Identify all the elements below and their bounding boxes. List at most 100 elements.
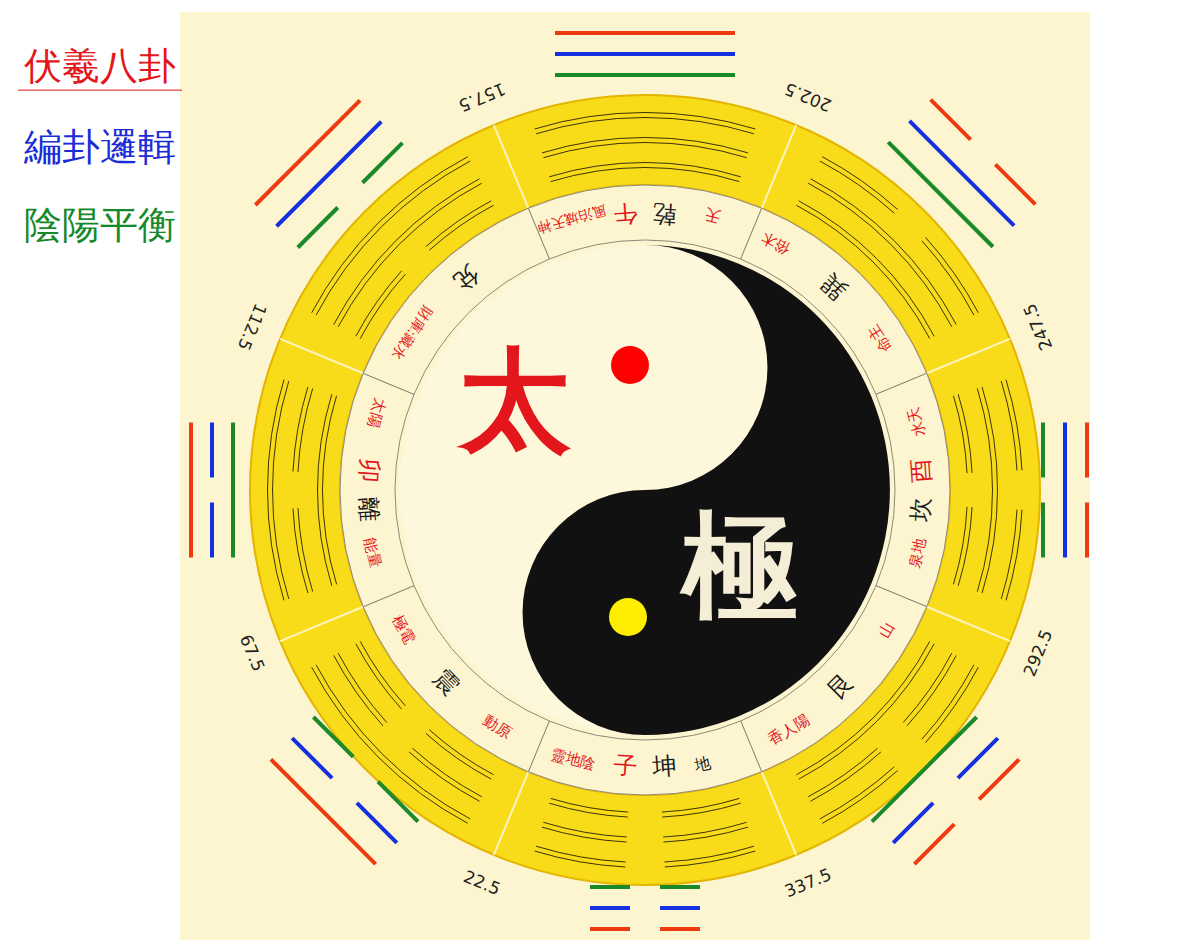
trigram-line xyxy=(1001,381,1017,470)
colored-trigram-line xyxy=(1085,503,1089,558)
trigram-line xyxy=(822,771,897,824)
trigram-line xyxy=(298,508,313,591)
trigram-line xyxy=(298,388,313,471)
trigram-line xyxy=(926,237,979,312)
heading-label: 編卦邏輯 xyxy=(24,127,176,169)
colored-trigram-line xyxy=(313,717,353,757)
sector-text: 坤 xyxy=(652,754,678,780)
colored-trigram-line xyxy=(1041,423,1045,478)
colored-trigram-line xyxy=(909,121,1014,226)
heading-label: 陰陽平衡 xyxy=(24,205,176,247)
colored-trigram-line xyxy=(872,717,977,822)
trigram-line xyxy=(808,748,877,797)
trigram-line xyxy=(268,380,284,601)
colored-trigram-line xyxy=(555,31,735,35)
trigram-line xyxy=(822,157,897,210)
sector-text: 坎 xyxy=(909,497,935,523)
colored-trigram-line xyxy=(210,503,214,558)
yang-half xyxy=(400,245,890,735)
taiji-character: 太 xyxy=(459,344,571,456)
colored-trigram-line xyxy=(277,122,382,227)
trigram-line xyxy=(820,161,894,213)
colored-trigram-line xyxy=(555,52,735,56)
colored-trigram-line xyxy=(995,164,1035,204)
colored-trigram-line xyxy=(660,885,700,889)
trigram-line xyxy=(536,846,625,862)
trigram-line xyxy=(664,846,753,862)
sector-text: 卯 xyxy=(356,458,382,484)
trigram-line xyxy=(338,653,387,722)
colored-trigram-line xyxy=(255,100,360,205)
colored-trigram-line xyxy=(189,423,193,558)
trigram-line xyxy=(1006,510,1022,601)
colored-trigram-line xyxy=(555,73,735,77)
sector-text: 地 xyxy=(694,754,713,773)
trigram-line xyxy=(662,798,739,812)
sector-text: 酉 xyxy=(909,458,935,484)
trigram-line xyxy=(953,396,967,473)
colored-trigram-line xyxy=(1085,423,1089,478)
sector-text: 午 xyxy=(613,201,639,227)
trigram-line xyxy=(293,387,308,472)
trigram-line xyxy=(1006,380,1022,471)
sector-text: 子 xyxy=(613,754,639,780)
colored-trigram-line xyxy=(931,100,971,140)
red-dot xyxy=(611,346,649,384)
trigram-line xyxy=(958,394,972,473)
trigram-line xyxy=(549,163,741,177)
band-divider xyxy=(927,607,1010,641)
band-divider xyxy=(762,125,796,208)
colored-trigram-line xyxy=(979,759,1019,799)
taiji-character: 極 xyxy=(682,507,798,623)
trigram-line xyxy=(535,851,626,867)
colored-trigram-line xyxy=(292,738,332,778)
trigram-line xyxy=(318,394,332,586)
band-divider xyxy=(280,607,363,641)
colored-trigram-line xyxy=(357,803,397,843)
trigram-line xyxy=(542,827,627,842)
colored-trigram-line xyxy=(1041,503,1045,558)
trigram-line xyxy=(551,798,628,812)
colored-trigram-line xyxy=(298,208,338,248)
trigram-line xyxy=(922,241,974,315)
taiji-circle: 太極 xyxy=(395,240,895,740)
colored-trigram-line xyxy=(914,824,954,864)
colored-trigram-line xyxy=(590,906,630,910)
band-divider xyxy=(280,339,363,373)
trigram-line xyxy=(926,667,979,742)
trigram-line xyxy=(409,752,479,801)
taiji-symbol xyxy=(395,240,895,740)
trigram-line xyxy=(663,822,746,837)
band-divider xyxy=(762,772,796,855)
colored-trigram-line xyxy=(893,803,933,843)
colored-trigram-line xyxy=(660,906,700,910)
trigram-line xyxy=(665,851,756,867)
trigram-line xyxy=(958,507,972,586)
trigram-line xyxy=(1001,509,1017,598)
colored-trigram-line xyxy=(590,885,630,889)
trigram-line xyxy=(953,507,967,584)
trigram-line xyxy=(903,653,952,722)
trigram-line xyxy=(662,803,741,817)
colored-trigram-line xyxy=(363,143,403,183)
colored-trigram-line xyxy=(958,738,998,778)
yin-half xyxy=(523,245,890,735)
colored-trigram-line xyxy=(888,142,993,247)
yellow-dot xyxy=(609,598,647,636)
yellow-band xyxy=(250,95,1040,885)
band-divider xyxy=(494,772,528,855)
trigram-line xyxy=(542,137,748,152)
trigram-line xyxy=(810,752,880,801)
sector-text: 離 xyxy=(356,497,382,523)
colored-trigram-line xyxy=(210,423,214,478)
colored-trigram-line xyxy=(231,423,235,558)
trigram-line xyxy=(907,655,956,725)
cream-ground xyxy=(180,12,1090,940)
trigram-line xyxy=(663,827,748,842)
trigram-line xyxy=(412,748,481,797)
trigram-line xyxy=(334,655,383,725)
sector-text: 乾 xyxy=(652,201,678,227)
band-divider xyxy=(494,125,528,208)
colored-trigram-line xyxy=(590,927,630,931)
